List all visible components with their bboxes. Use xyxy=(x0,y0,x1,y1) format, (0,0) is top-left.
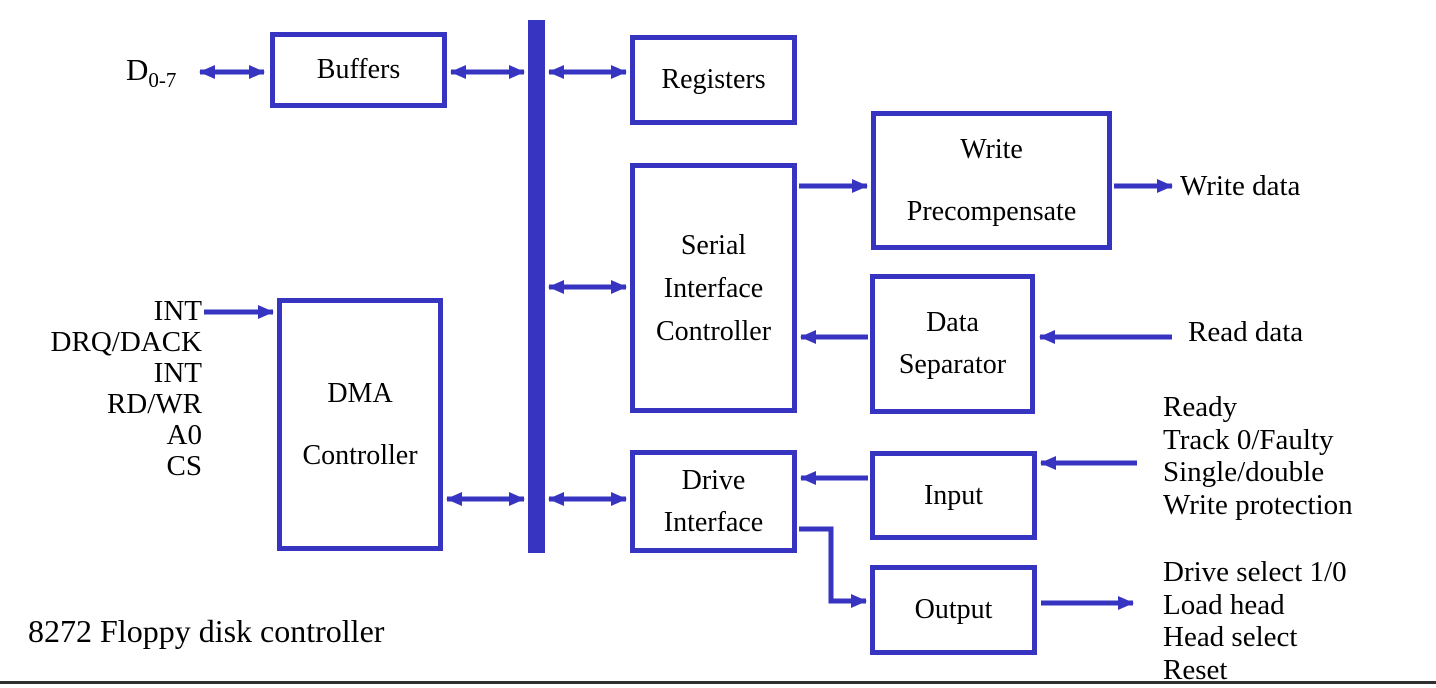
sic-label-line2: Interface xyxy=(663,272,764,304)
signal-int-2: INT xyxy=(153,357,202,389)
wp-label-line2: Precompensate xyxy=(906,195,1077,227)
drive-label-line1: Drive xyxy=(681,464,746,496)
signal-a0: A0 xyxy=(166,419,202,451)
buffers-block: Buffers xyxy=(270,32,447,108)
ds-label-line1: Data xyxy=(926,307,979,338)
bottom-divider xyxy=(0,681,1436,684)
d07-subscript: 0-7 xyxy=(148,68,177,93)
serial-interface-controller-block: Serial Interface Controller xyxy=(630,163,797,413)
dma-controller-block: DMA Controller xyxy=(277,298,443,551)
write-precompensate-block: Write Precompensate xyxy=(871,111,1112,250)
read-data-label: Read data xyxy=(1188,316,1304,348)
signal-track0-faulty: Track 0/Faulty xyxy=(1163,423,1334,456)
buffers-label: Buffers xyxy=(316,54,401,85)
registers-block: Registers xyxy=(630,35,797,125)
ds-label-line2: Separator xyxy=(898,349,1007,380)
data-bus-d07-label: D0-7 xyxy=(126,54,176,96)
output-signal-list: Drive select 1/0 Load head Head select R… xyxy=(1163,556,1347,686)
output-block: Output xyxy=(870,565,1037,655)
signal-drq-dack: DRQ/DACK xyxy=(50,326,202,358)
dma-label-line1: DMA xyxy=(327,377,393,409)
signal-load-head: Load head xyxy=(1163,588,1285,621)
signal-single-double: Single/double xyxy=(1163,456,1325,488)
signal-head-select: Head select xyxy=(1163,621,1298,653)
input-label: Input xyxy=(923,479,984,511)
write-data-label: Write data xyxy=(1180,170,1301,202)
signal-write-protection: Write protection xyxy=(1163,488,1353,521)
sic-label-line3: Controller xyxy=(655,315,772,347)
signal-ready: Ready xyxy=(1163,391,1238,423)
input-block: Input xyxy=(870,451,1037,540)
data-separator-block: Data Separator xyxy=(870,274,1035,414)
diagram-caption: 8272 Floppy disk controller xyxy=(28,613,385,649)
input-signal-list: Ready Track 0/Faulty Single/double Write… xyxy=(1163,391,1353,521)
d07-base: D xyxy=(126,52,149,87)
output-label: Output xyxy=(914,594,993,625)
dma-signal-list: INT DRQ/DACK INT RD/WR A0 CS xyxy=(18,296,202,482)
wp-label-line1: Write xyxy=(960,133,1023,165)
arrow-drive-interface-output xyxy=(799,526,867,608)
dma-label-line2: Controller xyxy=(302,439,418,471)
signal-drive-select: Drive select 1/0 xyxy=(1163,556,1347,588)
registers-label: Registers xyxy=(661,64,766,95)
sic-label-line1: Serial xyxy=(680,229,747,261)
signal-cs: CS xyxy=(166,450,202,482)
signal-reset: Reset xyxy=(1163,653,1228,686)
system-bus-bar xyxy=(528,20,545,553)
drive-label-line2: Interface xyxy=(663,506,764,538)
drive-interface-block: Drive Interface xyxy=(630,450,797,553)
signal-int-1: INT xyxy=(153,295,202,327)
signal-rd-wr: RD/WR xyxy=(106,388,202,420)
